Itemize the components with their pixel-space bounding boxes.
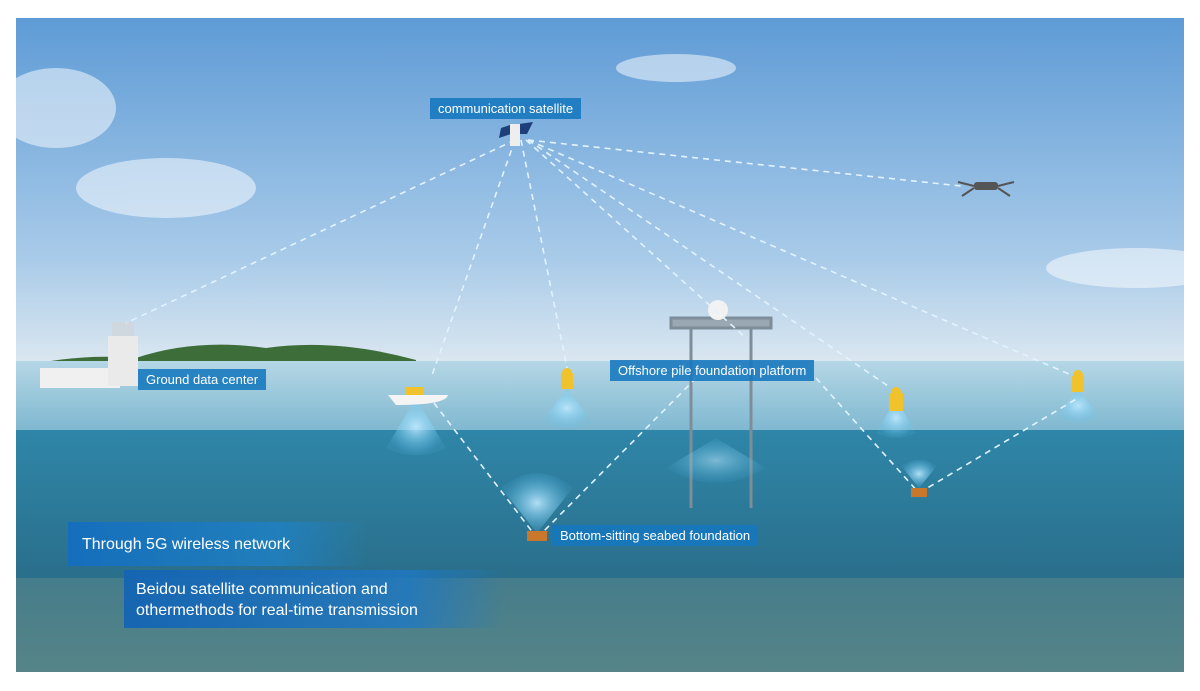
- beidou-line-1: Beidou satellite communication and: [136, 581, 388, 598]
- ground-data-center-building: [40, 322, 138, 388]
- label-communication-satellite: communication satellite: [430, 98, 582, 119]
- sonar-waves: [386, 388, 1100, 533]
- unmanned-boat: [388, 387, 448, 405]
- buoy-icon: [889, 387, 903, 411]
- ocean-monitoring-scene: communication satellite Ground data cent…: [16, 18, 1184, 672]
- network-panel: Through 5G wireless network: [68, 522, 368, 566]
- label-ground-data-center: Ground data center: [138, 369, 267, 390]
- buoys: [561, 368, 1084, 411]
- beidou-panel: Beidou satellite communication and other…: [124, 570, 504, 628]
- seabed-sensor-icon: [911, 488, 927, 497]
- satellite-icon: [499, 122, 533, 146]
- label-seabed-foundation: Bottom-sitting seabed foundation: [552, 525, 759, 546]
- label-offshore-platform: Offshore pile foundation platform: [610, 360, 815, 381]
- clouds: [16, 54, 1184, 288]
- seabed-sensors: [527, 488, 927, 541]
- beidou-line-2: othermethods for real-time transmission: [136, 602, 418, 619]
- network-text: Through 5G wireless network: [82, 535, 291, 553]
- communication-links: [125, 139, 1079, 539]
- buoy-icon: [1072, 370, 1084, 392]
- seabed-sensor-icon: [527, 531, 547, 541]
- buoy-icon: [561, 368, 573, 389]
- drone-icon: [957, 181, 1015, 197]
